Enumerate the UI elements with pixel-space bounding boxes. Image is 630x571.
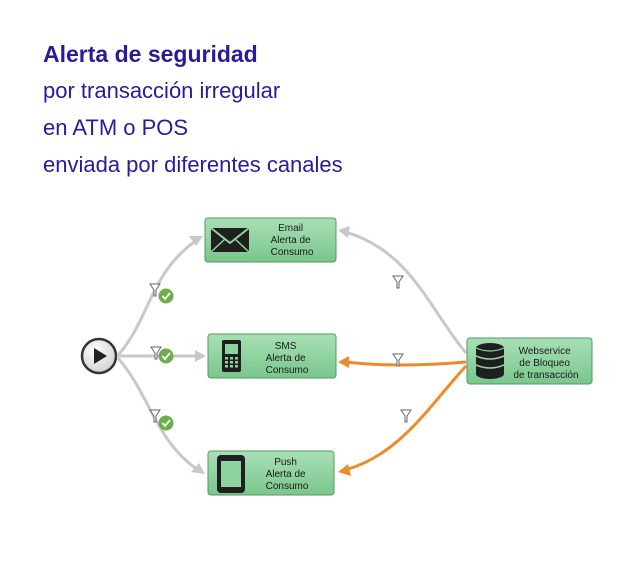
mobile-phone-icon: [222, 340, 241, 372]
sms-node-label-2: Alerta de: [266, 353, 306, 364]
email-alert-node[interactable]: Email Alerta de Consumo: [204, 217, 337, 263]
email-node-label-3: Consumo: [271, 247, 314, 258]
title-line-4: enviada por diferentes canales: [43, 152, 343, 177]
flow-webservice-to-sms: [338, 356, 467, 368]
webservice-block-node[interactable]: Webservice de Bloqueo de transacción: [466, 337, 593, 385]
title-line-2: por transacción irregular: [43, 78, 281, 103]
title-line-3: en ATM o POS: [43, 115, 189, 140]
flow-start-to-email: [116, 236, 203, 357]
flow-start-to-sms: [118, 350, 206, 362]
email-node-label-1: Email: [278, 223, 303, 234]
check-icon: [158, 415, 174, 431]
filter-icon: [400, 409, 412, 423]
title-line-1: Alerta de seguridad: [43, 41, 258, 67]
smartphone-icon: [217, 455, 245, 493]
email-node-label-2: Alerta de: [271, 235, 311, 246]
filter-icon: [392, 275, 404, 289]
sms-alert-node[interactable]: SMS Alerta de Consumo: [207, 333, 337, 379]
filter-icon: [149, 283, 161, 297]
webservice-node-label-1: Webservice: [519, 346, 571, 357]
push-alert-node[interactable]: Push Alerta de Consumo: [207, 450, 335, 496]
flow-webservice-to-email: [338, 226, 468, 354]
sms-node-label-3: Consumo: [266, 365, 309, 376]
webservice-node-label-3: de transacción: [513, 370, 578, 381]
svg-text:Email Alerta de Co: Email Alerta de Consumo: [271, 223, 314, 258]
flow-webservice-to-push: [338, 364, 468, 476]
check-icon: [158, 348, 174, 364]
check-icon: [158, 288, 174, 304]
svg-text:SMS Alerta de Cons: SMS Alerta de Consumo: [266, 341, 309, 376]
filter-icon: [392, 353, 404, 367]
svg-text:Webservice de Bloqueo: Webservice de Bloqueo de transacción: [513, 346, 578, 381]
envelope-icon: [210, 227, 250, 253]
filter-icon: [150, 346, 162, 360]
database-icon: [475, 343, 505, 379]
push-node-label-2: Alerta de: [266, 469, 306, 480]
svg-text:Push Alerta de Con: Push Alerta de Consumo: [266, 457, 309, 492]
push-node-label-1: Push: [274, 457, 297, 468]
webservice-node-label-2: de Bloqueo: [519, 358, 570, 369]
sms-node-label-1: SMS: [275, 341, 297, 352]
filter-icon: [149, 409, 161, 423]
flow-start-to-push: [116, 357, 205, 474]
diagram-title: Alerta de seguridad por transacción irre…: [43, 36, 343, 183]
push-node-label-3: Consumo: [266, 481, 309, 492]
start-event-play-icon[interactable]: [80, 337, 118, 375]
